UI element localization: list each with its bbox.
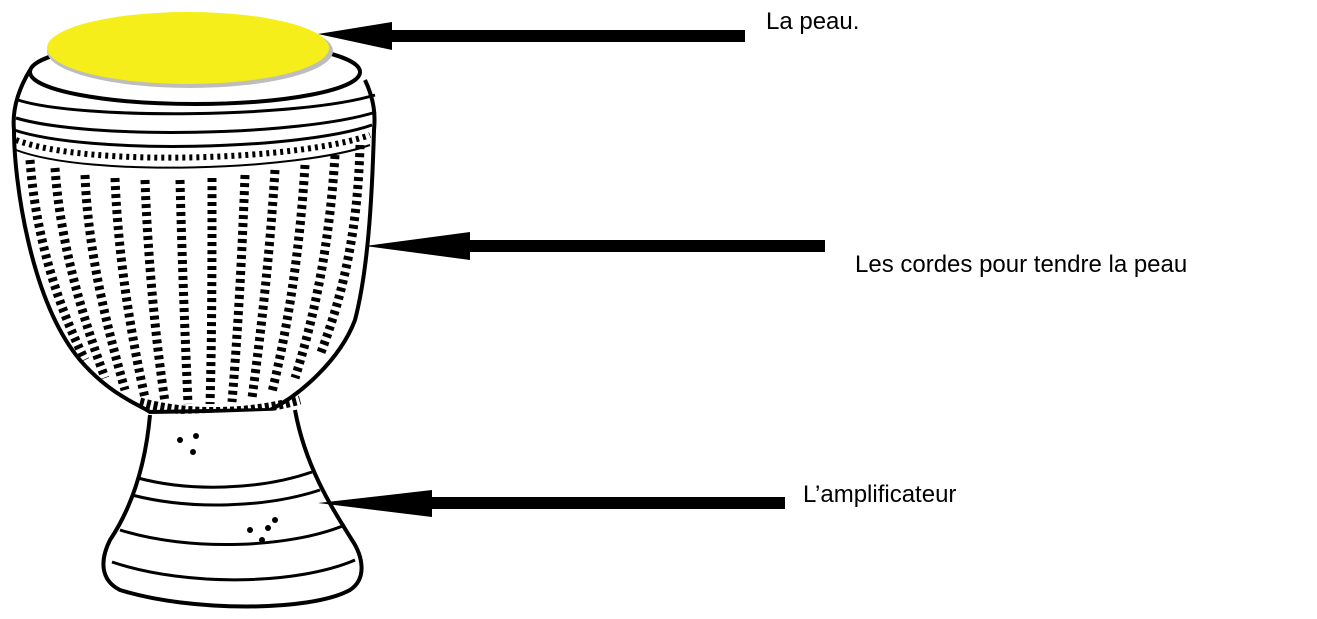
label-amplifier: L’amplificateur (803, 481, 957, 508)
drum-base (101, 409, 364, 609)
base-dots (177, 433, 278, 543)
vertical-ropes (25, 144, 365, 405)
base-bands (111, 470, 356, 582)
top-rim (13, 93, 377, 148)
rope-ring-top-inner (15, 144, 371, 169)
label-ropes: Les cordes pour tendre la peau (855, 251, 1188, 278)
drum-skin-fill (47, 12, 329, 84)
djembe-drawing (11, 12, 377, 609)
label-skin: La peau. (766, 8, 860, 35)
rope-ring-waist (138, 395, 302, 417)
rope-ring-top (14, 132, 372, 161)
